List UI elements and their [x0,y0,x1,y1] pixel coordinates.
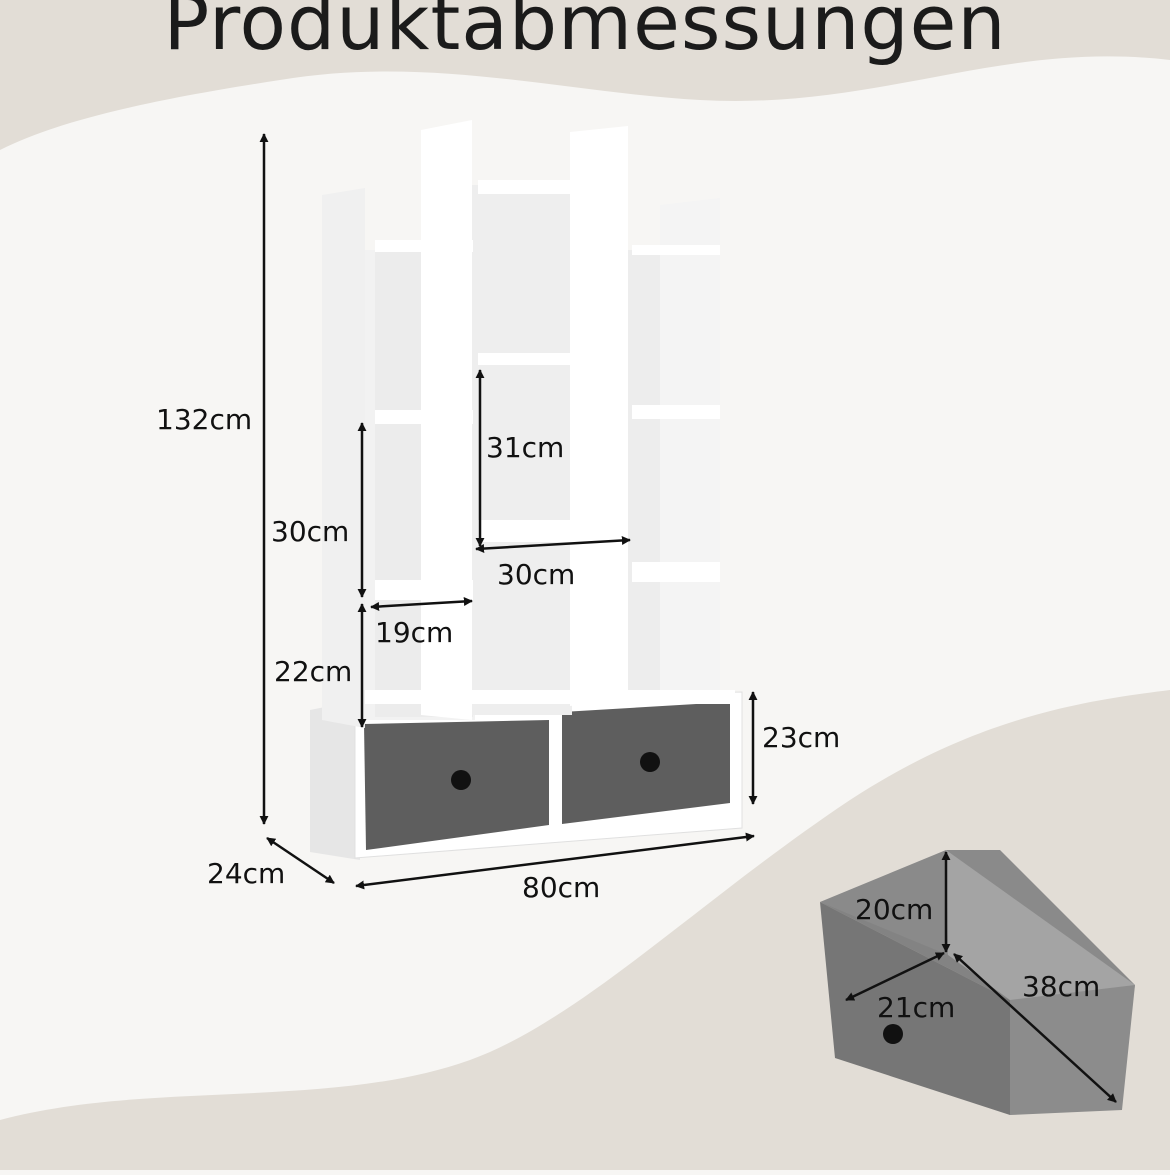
dimension-lines [259,133,758,890]
box-dim-line-length [953,953,1117,1103]
dim-line-width [355,832,755,890]
drawer-right-knob [640,752,660,772]
dim-line-19 [370,596,473,612]
dimension-label-30-height: 30cm [271,515,350,548]
shelf-tower-3 [570,126,628,706]
box-label-height: 20cm [855,893,934,926]
base-cabinet-side [310,700,360,860]
box-dim-line-width [845,951,945,1002]
dimension-label-total-height: 132cm [156,403,253,436]
dimension-label-depth: 24cm [207,857,286,890]
dimension-label-23: 23cm [762,721,841,754]
dim-line-30-width [475,535,631,554]
shelf-board [478,520,628,542]
shelf-left-side-panel [322,188,365,728]
dimension-label-22: 22cm [274,655,353,688]
background-swoosh-top [0,0,1170,150]
shelf-board [632,562,720,582]
box-label-width: 21cm [877,991,956,1024]
shelf-board [375,410,473,424]
shelf-board [478,353,628,365]
shelf-board [375,240,473,252]
dimension-label-width: 80cm [522,871,601,904]
shelf-board [375,580,473,600]
dimension-label-31: 31cm [486,431,565,464]
shelf-board [632,245,720,255]
shelf-board [365,690,735,704]
shelf-board [478,180,628,194]
box-knob [883,1024,903,1044]
shelf-board [632,405,720,419]
shelf-middle-column-back [472,185,572,715]
storage-box [820,850,1135,1115]
drawer-left-knob [451,770,471,790]
bookshelf [310,120,743,860]
shelf-right-side-panel [660,198,720,700]
page-title: Produktabmessungen [163,0,1007,67]
dimension-label-30-width: 30cm [497,558,576,591]
dim-line-depth [266,836,335,885]
box-right-face [1010,985,1135,1115]
box-label-length: 38cm [1022,970,1101,1003]
dimension-label-19: 19cm [375,616,454,649]
